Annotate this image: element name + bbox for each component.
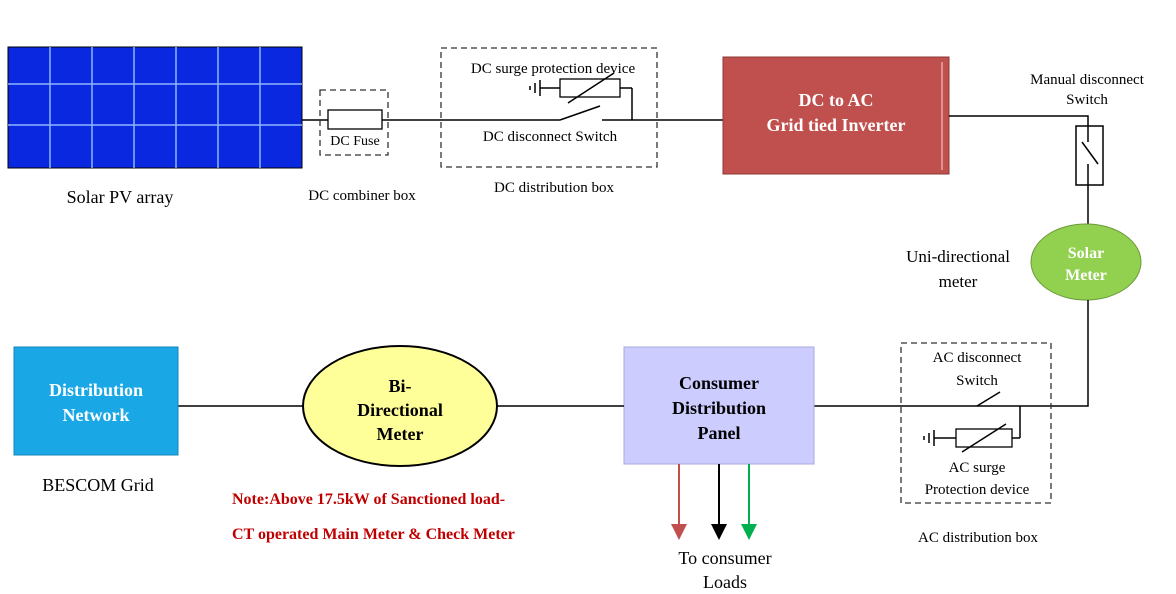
bescom-grid-label: BESCOM Grid	[42, 475, 154, 495]
panel-label-1: Consumer	[679, 373, 759, 393]
unidir-meter-label-1: Uni-directional	[906, 247, 1010, 266]
dc-combiner-label: DC combiner box	[308, 188, 416, 204]
ground-icon	[529, 80, 541, 96]
unidir-meter-label-2: meter	[939, 272, 978, 291]
ac-distribution-box	[900, 342, 1052, 504]
ac-switch-label-2: Switch	[956, 373, 998, 389]
solar-pv-array	[7, 46, 303, 169]
ac-ground-icon	[923, 430, 935, 446]
wire-solarmeter-ac	[1020, 300, 1089, 407]
inverter-label-2: Grid tied Inverter	[767, 115, 906, 135]
panel-label-2: Distribution	[672, 398, 766, 418]
dc-switch-label: DC disconnect Switch	[483, 129, 618, 145]
bidir-label-3: Meter	[377, 424, 424, 444]
solar-meter-label-2: Meter	[1065, 267, 1107, 284]
inverter-block	[722, 56, 950, 175]
bidir-label-2: Directional	[357, 400, 443, 420]
distribution-label-1: Distribution	[49, 380, 143, 400]
panel-label-3: Panel	[698, 423, 741, 443]
consumer-distribution-panel	[623, 346, 815, 465]
ac-spd-label-1: AC surge	[949, 460, 1006, 476]
dc-spd-label: DC surge protection device	[471, 61, 636, 77]
note-line-1: Note:Above 17.5kW of Sanctioned load-	[232, 491, 505, 508]
dc-fuse-label: DC Fuse	[330, 134, 379, 149]
manual-disconnect-switch	[1075, 125, 1104, 186]
dc-distribution-box	[440, 47, 658, 168]
dc-combiner-box	[319, 89, 389, 156]
loads-label-2: Loads	[703, 572, 747, 592]
ac-switch-icon	[976, 391, 1001, 407]
ac-spd-label-2: Protection device	[925, 482, 1030, 498]
bidir-label-1: Bi-	[388, 376, 411, 396]
dc-switch-gap	[560, 114, 602, 126]
ac-distribution-label: AC distribution box	[918, 530, 1039, 546]
manual-switch-label-1: Manual disconnect	[1030, 72, 1145, 88]
ac-varistor-icon	[961, 423, 1007, 453]
dc-spd	[540, 72, 633, 120]
loads-label-1: To consumer	[678, 548, 771, 568]
distribution-label-2: Network	[63, 405, 130, 425]
solar-meter	[1030, 223, 1142, 301]
solar-meter-label-1: Solar	[1068, 245, 1104, 262]
ac-spd	[934, 423, 1020, 453]
note-line-2: CT operated Main Meter & Check Meter	[232, 526, 515, 543]
distribution-network	[13, 346, 179, 456]
inverter-label-1: DC to AC	[799, 90, 874, 110]
manual-switch-label-2: Switch	[1066, 92, 1108, 108]
solar-array-label: Solar PV array	[67, 187, 174, 207]
dc-fuse	[327, 109, 383, 130]
switch-icon	[559, 105, 601, 121]
dc-distribution-label: DC distribution box	[494, 180, 615, 196]
wire-inverter-manual	[949, 115, 1089, 126]
varistor-icon	[567, 72, 615, 104]
ac-switch-label-1: AC disconnect	[933, 350, 1023, 366]
